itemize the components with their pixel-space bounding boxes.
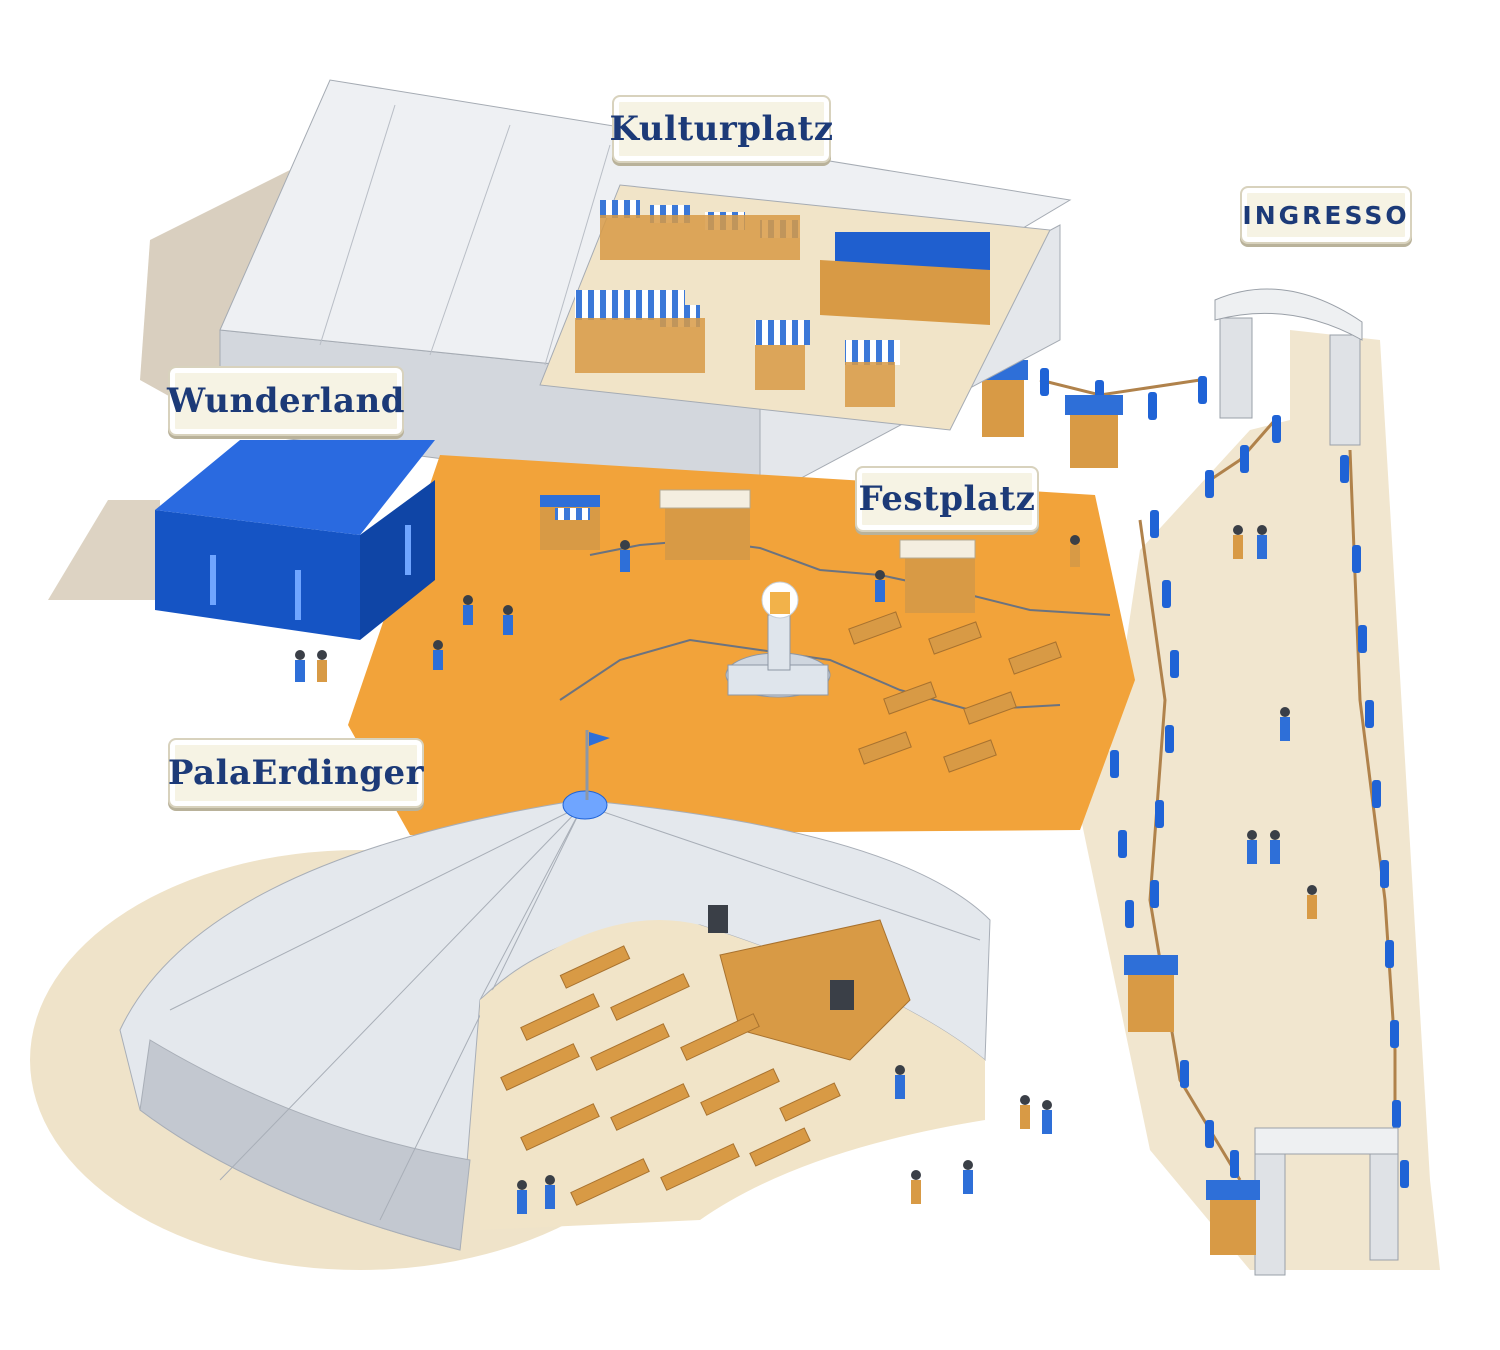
beer-tables [848,611,1062,773]
label-ingresso-text: INGRESSO [1242,200,1410,230]
label-wunderland[interactable]: Wunderland [167,366,406,436]
wunderland-building [155,440,435,640]
fountain [725,581,831,698]
kulturplatz-hall [219,79,1072,501]
fence-posts [1040,368,1409,1188]
palaerdinger-benches [500,945,841,1206]
food-stand [659,489,751,560]
visitors [295,525,1317,1214]
entrance-arch-top [1214,288,1363,446]
label-kulturplatz[interactable]: Kulturplatz [609,95,834,163]
ticket-booth [1065,395,1123,468]
label-wunderland-text: Wunderland [167,381,406,421]
label-ingresso[interactable]: INGRESSO [1240,186,1412,244]
ticket-booth [1124,955,1178,1032]
label-palaerdinger[interactable]: PalaErdinger [168,738,424,808]
ticket-booth [1206,1180,1260,1255]
entrance-path [1039,330,1440,1270]
label-festplatz[interactable]: Festplatz [855,466,1039,532]
palaerdinger-tent [119,730,991,1251]
label-kulturplatz-text: Kulturplatz [609,109,834,149]
label-festplatz-text: Festplatz [858,479,1036,519]
food-stand [540,495,600,550]
food-stand [899,539,976,613]
label-palaerdinger-text: PalaErdinger [167,753,425,793]
entrance-arch-bottom [1254,1127,1399,1276]
